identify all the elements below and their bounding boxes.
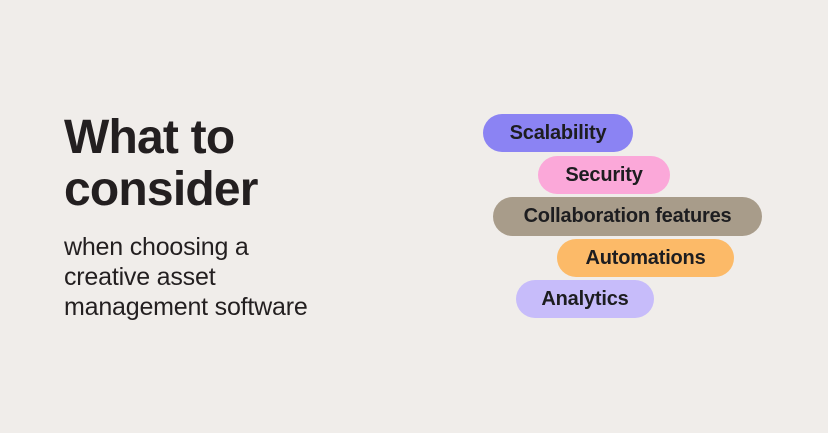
pill-automations-label: Automations (585, 246, 706, 269)
text-block: What to consider when choosing a creativ… (64, 112, 404, 322)
pill-security-label: Security (565, 163, 643, 186)
pill-collaboration-features-label: Collaboration features (523, 205, 732, 227)
pill-security: Security (538, 156, 670, 194)
subtitle-line-1: when choosing a (64, 233, 249, 261)
pill-scalability: Scalability (483, 114, 633, 152)
subtitle-line-2: creative asset (64, 263, 216, 291)
title-line-2: consider (64, 163, 258, 216)
pill-analytics-label: Analytics (541, 287, 629, 310)
pill-collaboration-features: Collaboration features (493, 197, 762, 236)
pill-scalability-label: Scalability (509, 121, 607, 144)
pill-automations: Automations (557, 239, 734, 277)
pill-analytics: Analytics (516, 280, 654, 318)
title-line-1: What to (64, 111, 235, 164)
subtitle-line-3: management software (64, 293, 308, 321)
subtitle: when choosing a creative asset managemen… (64, 232, 404, 322)
page-title: What to consider (64, 112, 404, 216)
